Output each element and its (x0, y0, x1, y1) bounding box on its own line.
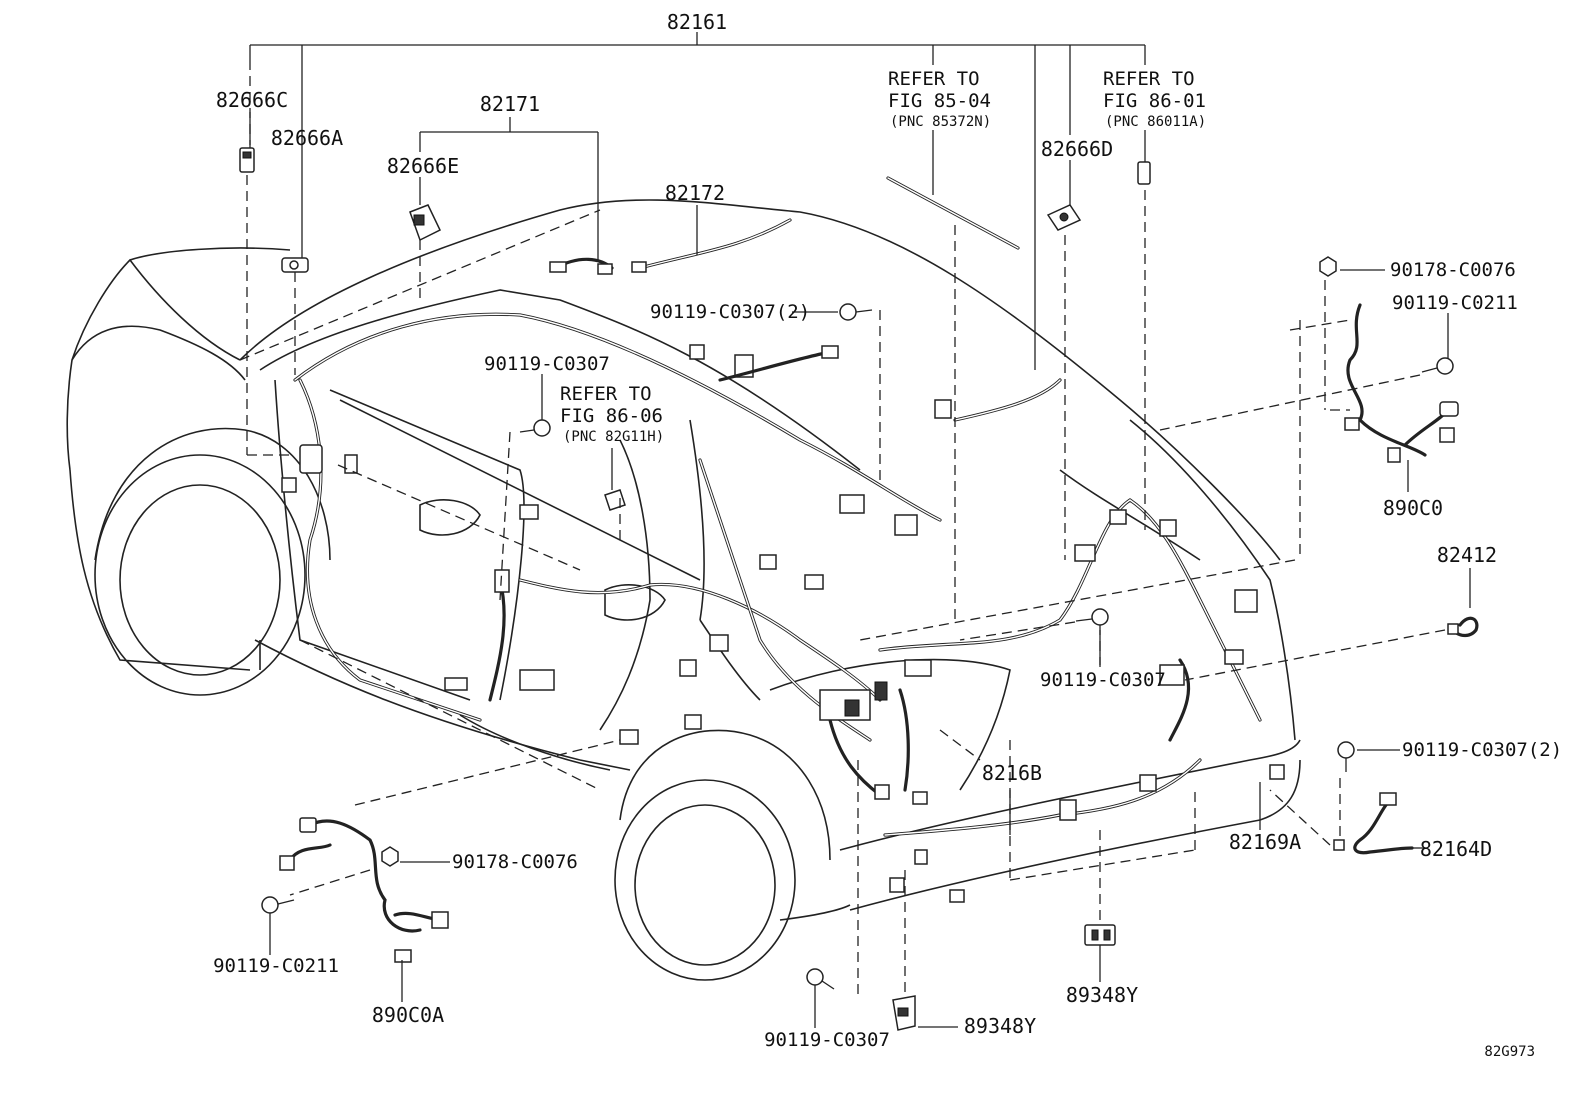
label-82169a: 82169A (1229, 830, 1301, 854)
label-refer1-line2: FIG 85-04 (888, 90, 991, 112)
leader-lines (249, 32, 1471, 1028)
part-82164d (1333, 792, 1414, 855)
part-82666e (409, 204, 441, 242)
bolt-icon (261, 303, 1454, 990)
label-82171: 82171 (480, 92, 540, 116)
part-82412 (1447, 616, 1479, 638)
part-rod-85372n (886, 176, 1020, 250)
label-890c0: 890C0 (1383, 496, 1443, 520)
location-lines (239, 60, 1446, 1000)
label-89348y-bottom: 89348Y (964, 1014, 1036, 1038)
part-86011a (1137, 161, 1151, 185)
part-890c0a (279, 817, 449, 963)
part-82171 (549, 257, 614, 275)
label-refer1-line3: (PNC 85372N) (890, 114, 991, 130)
nut-icon (381, 256, 1337, 867)
label-bolt-90119-c0307-mid: 90119-C0307 (484, 353, 610, 375)
part-89348y-bottom (892, 995, 916, 1031)
label-bolt-90119-c0307-2-right: 90119-C0307(2) (1402, 739, 1562, 761)
label-89348y-center: 89348Y (1066, 983, 1138, 1007)
part-floating-harness (718, 345, 839, 382)
part-890c0 (1344, 303, 1459, 463)
label-82666d: 82666D (1041, 137, 1113, 161)
label-refer3-line3: (PNC 82G11H) (563, 429, 664, 445)
harness-connectors (281, 344, 1285, 903)
label-82666c: 82666C (216, 88, 288, 112)
label-refer2-line1: REFER TO (1103, 68, 1195, 90)
part-82172 (631, 218, 792, 273)
vehicle-body (66, 199, 1301, 981)
part-89348y-center (1084, 924, 1116, 946)
label-82412: 82412 (1437, 543, 1497, 567)
part-82666a (281, 257, 309, 273)
label-refer1-line1: REFER TO (888, 68, 980, 90)
label-figure-code: 82G973 (1484, 1044, 1535, 1060)
label-890c0a: 890C0A (372, 1003, 444, 1027)
wire-harness (293, 312, 1262, 837)
callout-labels: 82161 82666C 82666A 82171 82666E 82172 R… (213, 10, 1562, 1060)
label-82666e: 82666E (387, 154, 459, 178)
part-82666c (239, 147, 255, 173)
label-bolt-90119-c0307-2-top: 90119-C0307(2) (650, 301, 810, 323)
label-bolt-90119-c0211-right: 90119-C0211 (1392, 292, 1518, 314)
label-refer3-line1: REFER TO (560, 383, 652, 405)
label-refer2-line3: (PNC 86011A) (1105, 114, 1206, 130)
label-bolt-90119-c0307-center: 90119-C0307 (1040, 669, 1166, 691)
label-refer3-line2: FIG 86-06 (560, 405, 663, 427)
label-82164d: 82164D (1420, 837, 1492, 861)
label-refer2-line2: FIG 86-01 (1103, 90, 1206, 112)
label-82161: 82161 (667, 10, 727, 34)
label-82172: 82172 (665, 181, 725, 205)
label-bolt-90119-c0211-left: 90119-C0211 (213, 955, 339, 977)
label-nut-90178-c0076-left: 90178-C0076 (452, 851, 578, 873)
label-8216b: 8216B (982, 761, 1042, 785)
label-bolt-90119-c0307-bottom: 90119-C0307 (764, 1029, 890, 1051)
label-nut-90178-c0076-right: 90178-C0076 (1390, 259, 1516, 281)
part-82666d (1046, 204, 1082, 231)
label-82666a: 82666A (271, 126, 343, 150)
part-82g11h (604, 489, 626, 511)
